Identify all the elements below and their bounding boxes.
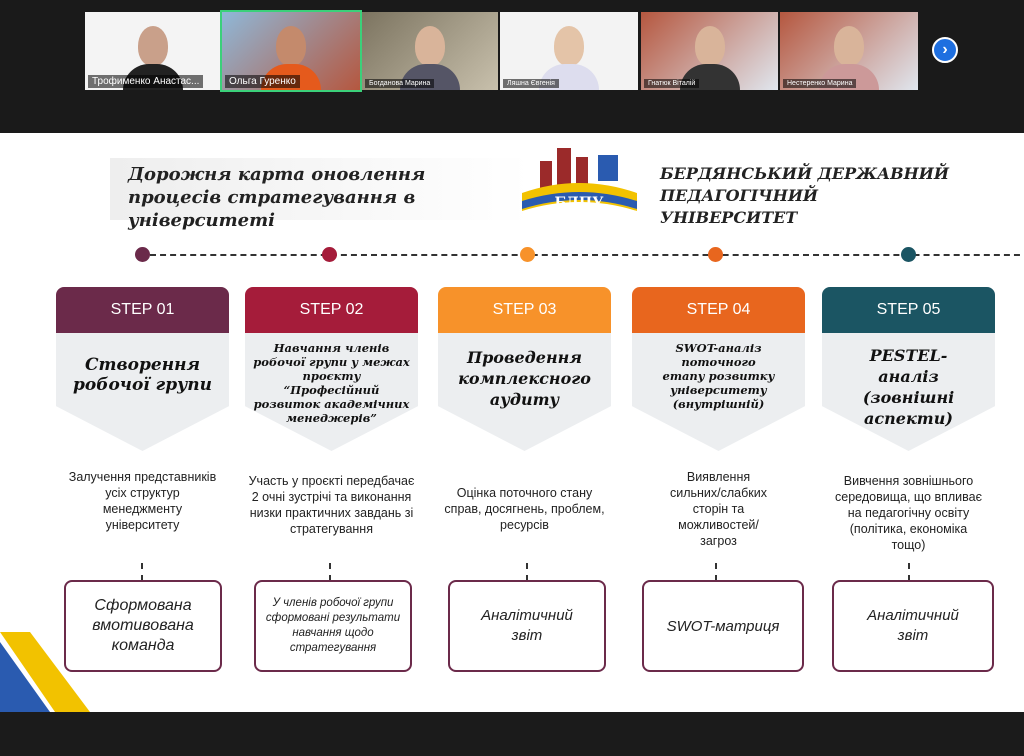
step-2: STEP 02 Навчання членів робочої групи у … <box>245 287 418 451</box>
university-name: БЕРДЯНСЬКИЙ ДЕРЖАВНИЙ ПЕДАГОГІЧНИЙ УНІВЕ… <box>660 164 949 227</box>
presentation-slide: Дорожня карта оновлення процесів стратег… <box>0 133 1024 712</box>
step-title: Навчання членів робочої групи у межах пр… <box>245 333 418 451</box>
step-label: STEP 05 <box>822 287 995 333</box>
timeline-dot <box>520 247 535 262</box>
participant-name: Ляшна Євгенія <box>503 79 559 88</box>
step-5: STEP 05 PESTEL-аналіз (зовнішні аспекти) <box>822 287 995 451</box>
bottom-bar <box>0 712 1024 756</box>
step-label: STEP 01 <box>56 287 229 333</box>
video-strip: Трофименко Анастас... Ольга Гуренко Богд… <box>0 0 1024 133</box>
step-title: Створення робочої групи <box>56 333 229 451</box>
timeline-dot <box>708 247 723 262</box>
step-title: PESTEL-аналіз (зовнішні аспекти) <box>822 333 995 451</box>
step-label: STEP 03 <box>438 287 611 333</box>
step-result: Сформована вмотивована команда <box>64 580 222 672</box>
step-title: Проведення комплексного аудиту <box>438 333 611 451</box>
step-description: Залучення представників усіх структур ме… <box>68 470 217 532</box>
participant-name: Ольга Гуренко <box>225 75 300 88</box>
video-tile[interactable]: Ляшна Євгенія <box>500 12 638 90</box>
participant-video <box>137 26 168 66</box>
timeline-dot <box>135 247 150 262</box>
timeline-dot <box>901 247 916 262</box>
participant-name: Трофименко Анастас... <box>88 75 204 88</box>
slide-title: Дорожня карта оновлення процесів стратег… <box>128 164 426 231</box>
step-description: Оцінка поточного стану справ, досягнень,… <box>444 486 605 532</box>
video-tile[interactable]: Ольга Гуренко <box>220 10 362 92</box>
step-description: Вивчення зовнішнього середовища, що впли… <box>835 474 982 552</box>
video-tile[interactable]: Нестеренко Марина <box>780 12 918 90</box>
step-3: STEP 03 Проведення комплексного аудиту <box>438 287 611 451</box>
step-4: STEP 04 SWOT-аналіз поточного етапу розв… <box>632 287 805 451</box>
step-label: STEP 04 <box>632 287 805 333</box>
participant-name: Гнатюк Віталій <box>644 79 700 88</box>
step-label: STEP 02 <box>245 287 418 333</box>
timeline-line <box>150 254 1024 256</box>
step-1: STEP 01 Створення робочої групи <box>56 287 229 451</box>
step-result: SWOT-матриця <box>642 580 804 672</box>
participant-name: Богданова Марина <box>365 79 435 88</box>
video-tile[interactable]: Трофименко Анастас... <box>85 12 220 90</box>
next-page-button[interactable]: › <box>932 37 958 63</box>
participant-name: Нестеренко Марина <box>783 79 857 88</box>
step-result: У членів робочої групи сформовані резуль… <box>254 580 412 672</box>
step-description: Участь у проєкті передбачає 2 очні зустр… <box>248 474 415 536</box>
step-result: Аналітичний звіт <box>832 580 994 672</box>
step-result: Аналітичний звіт <box>448 580 606 672</box>
timeline-dot <box>322 247 337 262</box>
video-tile[interactable]: Гнатюк Віталій <box>641 12 778 90</box>
decorative-stripes <box>0 632 90 712</box>
step-description: Виявлення сильних/слабких сторін та можл… <box>669 470 767 548</box>
university-logo: БДПУ <box>522 148 637 211</box>
video-tile[interactable]: Богданова Марина <box>362 12 498 90</box>
svg-text:БДПУ: БДПУ <box>555 195 605 211</box>
step-title: SWOT-аналіз поточного етапу розвитку уні… <box>632 333 805 451</box>
